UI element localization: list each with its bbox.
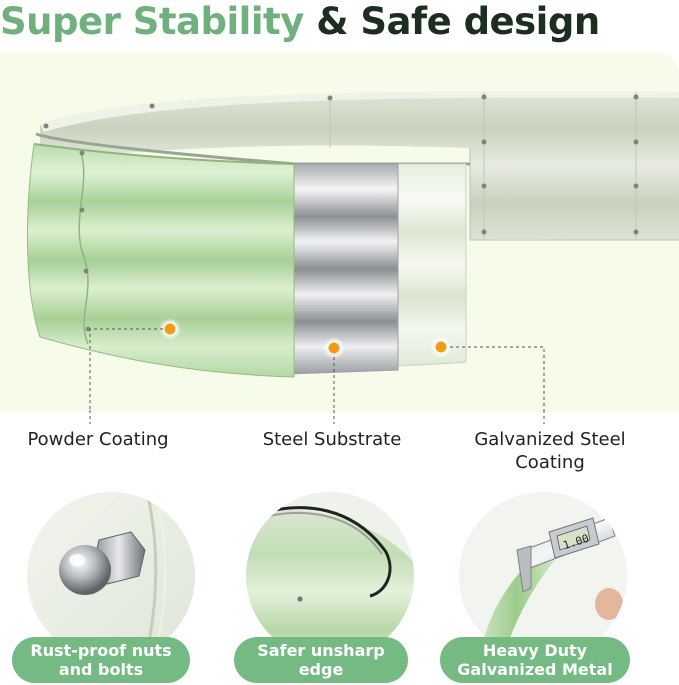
headline-part-2: & Safe design (316, 0, 600, 43)
label-galvanized-line-1: Galvanized Steel (474, 429, 626, 450)
garden-bed-illustration (26, 91, 679, 412)
feature-pill-metal-line-2: Galvanized Metal (457, 660, 613, 679)
label-steel-substrate: Steel Substrate (262, 429, 402, 450)
back-rail (40, 91, 679, 240)
steel-layer (289, 163, 399, 375)
marker-dots (159, 318, 452, 359)
feature-image-edge (246, 492, 414, 660)
feature-pill-edge-line-2: edge (298, 660, 344, 679)
powder-coated-layer (26, 143, 295, 378)
caliper-icon: 1.00 (459, 492, 627, 660)
feature-pill-nuts: Rust-proof nuts and bolts (12, 637, 190, 683)
feature-pill-metal-line-1: Heavy Duty (482, 641, 588, 660)
feature-pill-edge-line-1: Safer unsharp (257, 641, 385, 660)
headline: Super Stability & Safe design (0, 0, 679, 48)
leader-tails (89, 410, 545, 424)
headline-part-1: Super Stability (0, 0, 304, 43)
label-galvanized-line-2: Coating (515, 452, 585, 473)
galvanized-layer (394, 163, 467, 367)
feature-pill-metal: Heavy Duty Galvanized Metal (440, 637, 630, 683)
feature-image-nuts (27, 492, 195, 660)
rolled-edge-icon (246, 492, 414, 660)
feature-pill-edge: Safer unsharp edge (234, 637, 408, 683)
label-galvanized-coating: Galvanized Steel Coating (440, 428, 660, 474)
acorn-nut-icon (27, 492, 195, 660)
feature-image-caliper: 1.00 (459, 492, 627, 660)
feature-pill-nuts-line-2: and bolts (58, 660, 144, 679)
label-powder-coating: Powder Coating (27, 429, 169, 450)
feature-pill-nuts-line-1: Rust-proof nuts (30, 641, 172, 660)
